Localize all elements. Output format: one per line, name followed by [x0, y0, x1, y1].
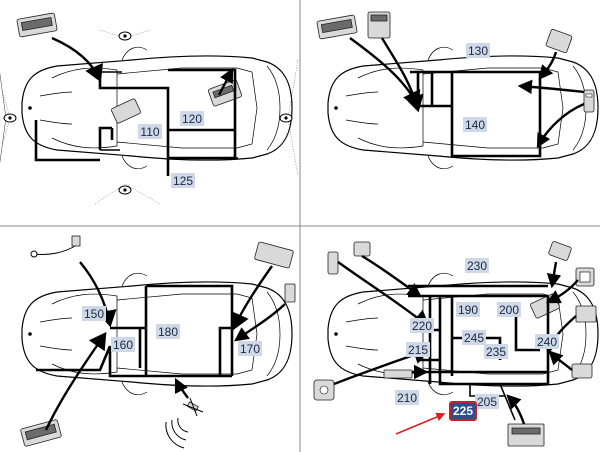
label-205: 205 — [475, 394, 499, 409]
car-outline — [327, 46, 599, 170]
label-235: 235 — [484, 344, 508, 359]
svg-text:180: 180 — [158, 325, 178, 339]
label-240: 240 — [535, 334, 559, 349]
sensor-module-icon — [111, 98, 141, 124]
svg-text:170: 170 — [240, 342, 260, 356]
svg-text:245: 245 — [464, 331, 484, 345]
label-200: 200 — [497, 302, 521, 317]
panel-bottom-left: 150 160 180 170 — [20, 235, 296, 449]
label-220: 220 — [410, 318, 434, 333]
panel-top-left: 110 120 125 — [0, 12, 299, 205]
antenna-module-icon — [353, 241, 371, 257]
connector-icon — [284, 283, 296, 303]
sensor-field-right — [279, 59, 299, 177]
radio-unit-icon — [367, 11, 391, 39]
label-110: 110 — [138, 124, 162, 139]
panel-bottom-right: 230 190 200 220 245 215 235 240 210 205 … — [313, 241, 599, 447]
seat-module-icon — [545, 28, 573, 54]
panel-top-right: 130 140 — [316, 11, 599, 170]
label-125: 125 — [171, 173, 195, 188]
label-150: 150 — [82, 306, 106, 321]
remote-key-icon — [583, 89, 595, 113]
label-210: 210 — [395, 390, 419, 405]
control-unit-icon — [316, 14, 358, 40]
sensor-field-left — [0, 73, 17, 163]
label-190: 190 — [456, 302, 480, 317]
control-unit-icon — [16, 12, 58, 38]
amplifier-icon — [254, 241, 294, 269]
speaker-strip-icon — [383, 369, 413, 379]
svg-text:210: 210 — [397, 391, 417, 405]
label-180: 180 — [156, 324, 180, 339]
antenna-cable-icon — [30, 235, 81, 258]
svg-text:235: 235 — [486, 345, 506, 359]
relay-module-icon — [207, 79, 243, 107]
remote-key-icon — [327, 251, 339, 275]
car-outline — [21, 46, 293, 170]
svg-text:230: 230 — [467, 259, 487, 273]
svg-text:120: 120 — [182, 112, 202, 126]
connector-module-icon — [571, 363, 593, 379]
svg-text:150: 150 — [84, 307, 104, 321]
junction-box-icon — [507, 423, 545, 447]
svg-text:190: 190 — [458, 303, 478, 317]
svg-text:220: 220 — [412, 319, 432, 333]
sensor-field-top — [99, 29, 151, 41]
svg-text:160: 160 — [113, 338, 133, 352]
label-215: 215 — [406, 342, 430, 357]
control-unit-icon — [20, 419, 62, 447]
svg-text:200: 200 — [499, 303, 519, 317]
svg-text:130: 130 — [468, 44, 488, 58]
satellite-icon — [165, 397, 204, 449]
bracket-module-icon — [548, 241, 572, 261]
highlight-arrow — [395, 412, 446, 435]
svg-text:110: 110 — [140, 125, 159, 139]
label-225-highlight: 225 — [449, 401, 477, 421]
sensor-field-bottom — [94, 183, 161, 205]
label-140: 140 — [463, 117, 487, 132]
label-160: 160 — [111, 337, 135, 352]
svg-text:215: 215 — [408, 343, 428, 357]
label-170: 170 — [238, 341, 262, 356]
label-120: 120 — [180, 111, 204, 126]
svg-text:205: 205 — [477, 395, 497, 409]
svg-text:140: 140 — [465, 118, 485, 132]
label-230: 230 — [465, 258, 489, 273]
svg-text:240: 240 — [537, 335, 557, 349]
display-unit-icon — [575, 267, 595, 287]
svg-text:225: 225 — [453, 404, 473, 418]
label-130: 130 — [466, 43, 490, 58]
sensor-module-icon — [313, 379, 335, 401]
label-245: 245 — [462, 330, 486, 345]
board-module-icon — [575, 305, 597, 323]
svg-text:125: 125 — [173, 174, 193, 188]
